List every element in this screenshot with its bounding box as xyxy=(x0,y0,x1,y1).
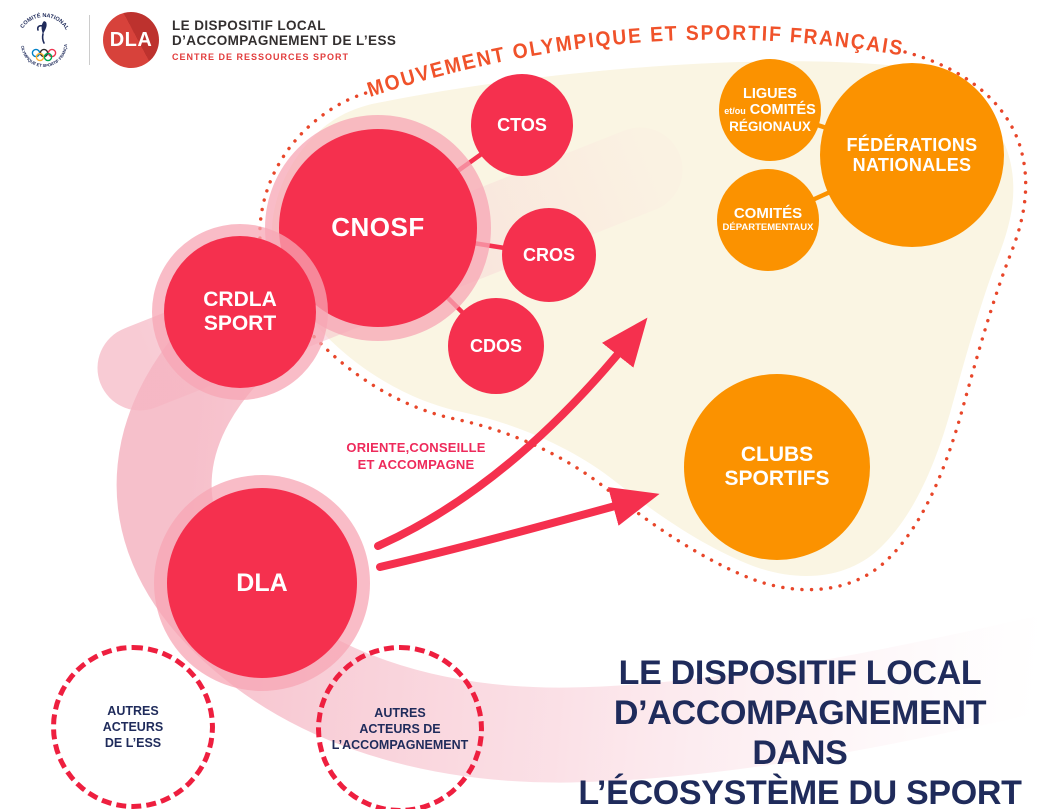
node-fn-line2: NATIONALES xyxy=(852,155,972,175)
ess-line3: DE L’ESS xyxy=(104,736,162,751)
org-title-line1: LE DISPOSITIF LOCAL xyxy=(172,17,326,33)
acc-line1: AUTRES xyxy=(374,705,426,720)
footer-title-line1: LE DISPOSITIF LOCAL xyxy=(618,654,982,692)
node-ligues-line2: et/ou COMITÉS xyxy=(724,102,816,118)
dla-logo: DLA xyxy=(103,12,159,68)
org-subtitle: CENTRE DE RESSOURCES SPORT xyxy=(172,51,350,62)
node-ctos-label: CTOS xyxy=(497,114,547,135)
header: COMITÉ NATIONAL OLYMPIQUE ET SPORTIF FRA… xyxy=(12,8,396,72)
footer-title: LE DISPOSITIF LOCAL D’ACCOMPAGNEMENT DAN… xyxy=(563,653,1037,809)
node-cdos-label: CDOS xyxy=(469,335,522,356)
footer-title-line3: L’ÉCOSYSTÈME DU SPORT xyxy=(578,774,1022,809)
arrow-straight xyxy=(376,487,660,571)
node-federations-nationales: FÉDÉRATIONS NATIONALES xyxy=(820,63,1004,247)
node-clubs-line1: CLUBS xyxy=(740,443,814,467)
header-divider xyxy=(89,15,90,65)
node-dla: DLA xyxy=(167,488,357,678)
acc-line2: ACTEURS DE xyxy=(359,721,441,736)
node-cdos: CDOS xyxy=(448,298,544,394)
dla-logo-text: DLA xyxy=(109,28,153,51)
node-clubs-sportifs: CLUBS SPORTIFS xyxy=(684,374,870,560)
org-title-block: LE DISPOSITIF LOCAL D’ACCOMPAGNEMENT DE … xyxy=(172,18,396,62)
rooster-icon xyxy=(36,21,47,44)
node-ligues-line1: LIGUES xyxy=(743,86,797,103)
ess-line2: ACTEURS xyxy=(102,719,164,734)
node-dla-label: DLA xyxy=(236,569,288,597)
node-ctos: CTOS xyxy=(471,74,573,176)
node-ligues-etou: et/ou xyxy=(724,106,746,117)
node-ligues-comites-regionaux: LIGUES et/ou COMITÉS RÉGIONAUX xyxy=(719,59,821,161)
node-crdla-line2: SPORT xyxy=(203,312,277,335)
node-cros-label: CROS xyxy=(522,244,575,265)
node-ligues-comites: COMITÉS xyxy=(749,102,816,119)
ess-line1: AUTRES xyxy=(107,703,159,718)
node-crdla-sport: CRDLA SPORT xyxy=(164,236,316,388)
dashed-circle-autres-acteurs-ess: AUTRES ACTEURS DE L’ESS xyxy=(51,645,215,809)
node-comdep-line2: DÉPARTEMENTAUX xyxy=(722,222,814,234)
relation-label-line1: ORIENTE,CONSEILLE xyxy=(346,440,486,455)
node-clubs-line2: SPORTIFS xyxy=(724,467,830,490)
footer-title-line2: D’ACCOMPAGNEMENT DANS xyxy=(613,694,987,773)
node-cnosf-label: CNOSF xyxy=(331,212,425,243)
acc-line3: L’ACCOMPAGNEMENT xyxy=(331,738,469,753)
relation-label-line2: ET ACCOMPAGNE xyxy=(357,456,475,472)
node-crdla-line1: CRDLA xyxy=(203,288,277,312)
node-comites-departementaux: COMITÉS DÉPARTEMENTAUX xyxy=(717,169,819,271)
node-ligues-line3: RÉGIONAUX xyxy=(729,118,811,134)
node-cros: CROS xyxy=(502,208,596,302)
org-title-line2: D’ACCOMPAGNEMENT DE L’ESS xyxy=(172,33,397,49)
dashed-circle-autres-acteurs-accompagnement: AUTRES ACTEURS DE L’ACCOMPAGNEMENT xyxy=(316,645,484,809)
arrow-curved xyxy=(374,317,648,550)
cnosf-logo: COMITÉ NATIONAL OLYMPIQUE ET SPORTIF FRA… xyxy=(12,8,70,68)
dotted-zone-border xyxy=(258,50,1028,592)
olympic-rings-icon xyxy=(31,48,57,62)
relation-label: ORIENTE,CONSEILLE ET ACCOMPAGNE xyxy=(330,440,502,474)
node-comdep-line1: COMITÉS xyxy=(733,205,803,223)
node-cnosf: CNOSF xyxy=(279,129,477,327)
node-fn-line1: FÉDÉRATIONS xyxy=(846,134,978,155)
